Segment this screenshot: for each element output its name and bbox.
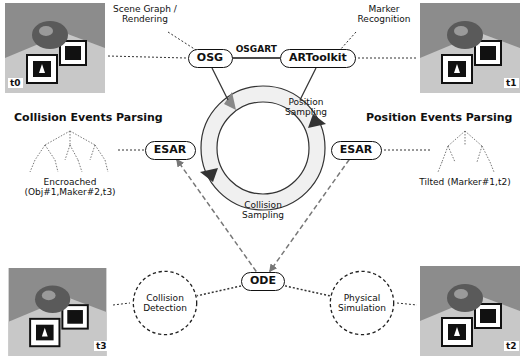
annotation: Encroached (Obj#1,Maker#2,t3) [14, 177, 126, 198]
parse-tree [438, 131, 494, 172]
module-name: ODE [250, 275, 276, 288]
module-name: Collision Detection [138, 293, 192, 314]
time-tag: t3 [94, 341, 109, 351]
leader-line [354, 58, 417, 59]
parse-tree [30, 131, 108, 172]
module-box: OSG [188, 49, 233, 68]
module-box: ESAR [145, 141, 196, 160]
module-name: OSG [197, 52, 223, 65]
leader-line [397, 303, 417, 305]
time-tag: t2 [504, 341, 519, 351]
leader-line [108, 56, 186, 58]
leader-line [168, 32, 196, 50]
annotation: Tilted (Marker#1,t2) [415, 177, 515, 187]
photo-t0 [5, 3, 105, 93]
photo-t3 [9, 268, 107, 356]
time-tag: t0 [8, 78, 23, 88]
leader-line [380, 150, 432, 151]
section-heading: Position Events Parsing [366, 112, 512, 125]
module-name: Physical Simulation [335, 293, 389, 314]
circle-shape [330, 271, 393, 334]
annotation: Marker Recognition [352, 4, 416, 25]
annotation: Collision Sampling [240, 200, 286, 221]
module-name: ARToolkit [289, 52, 347, 65]
module-circle: Physical Simulation [329, 270, 395, 336]
edge-label: OSGART [234, 44, 279, 55]
cycle-link [212, 68, 228, 100]
connector [197, 286, 241, 296]
cycle-link [300, 68, 316, 100]
leader-line [113, 303, 130, 305]
module-box: ODE [241, 272, 285, 291]
photo-t1 [420, 3, 520, 93]
circle-shape [133, 271, 196, 334]
time-tag: t1 [504, 78, 519, 88]
connector [285, 286, 330, 296]
module-box: ESAR [331, 141, 382, 160]
leader-line [340, 32, 356, 50]
annotation: Position Sampling [281, 97, 331, 118]
module-name: ESAR [154, 144, 186, 157]
connector [233, 57, 281, 59]
section-heading: Collision Events Parsing [14, 112, 163, 125]
module-box: ARToolkit [280, 49, 356, 68]
cycle-arrowhead [200, 168, 218, 182]
leader-line [118, 150, 146, 151]
module-name: ESAR [340, 144, 372, 157]
module-circle: Collision Detection [132, 270, 198, 336]
photo-t2 [420, 266, 520, 356]
annotation: Scene Graph / Rendering [109, 4, 181, 25]
